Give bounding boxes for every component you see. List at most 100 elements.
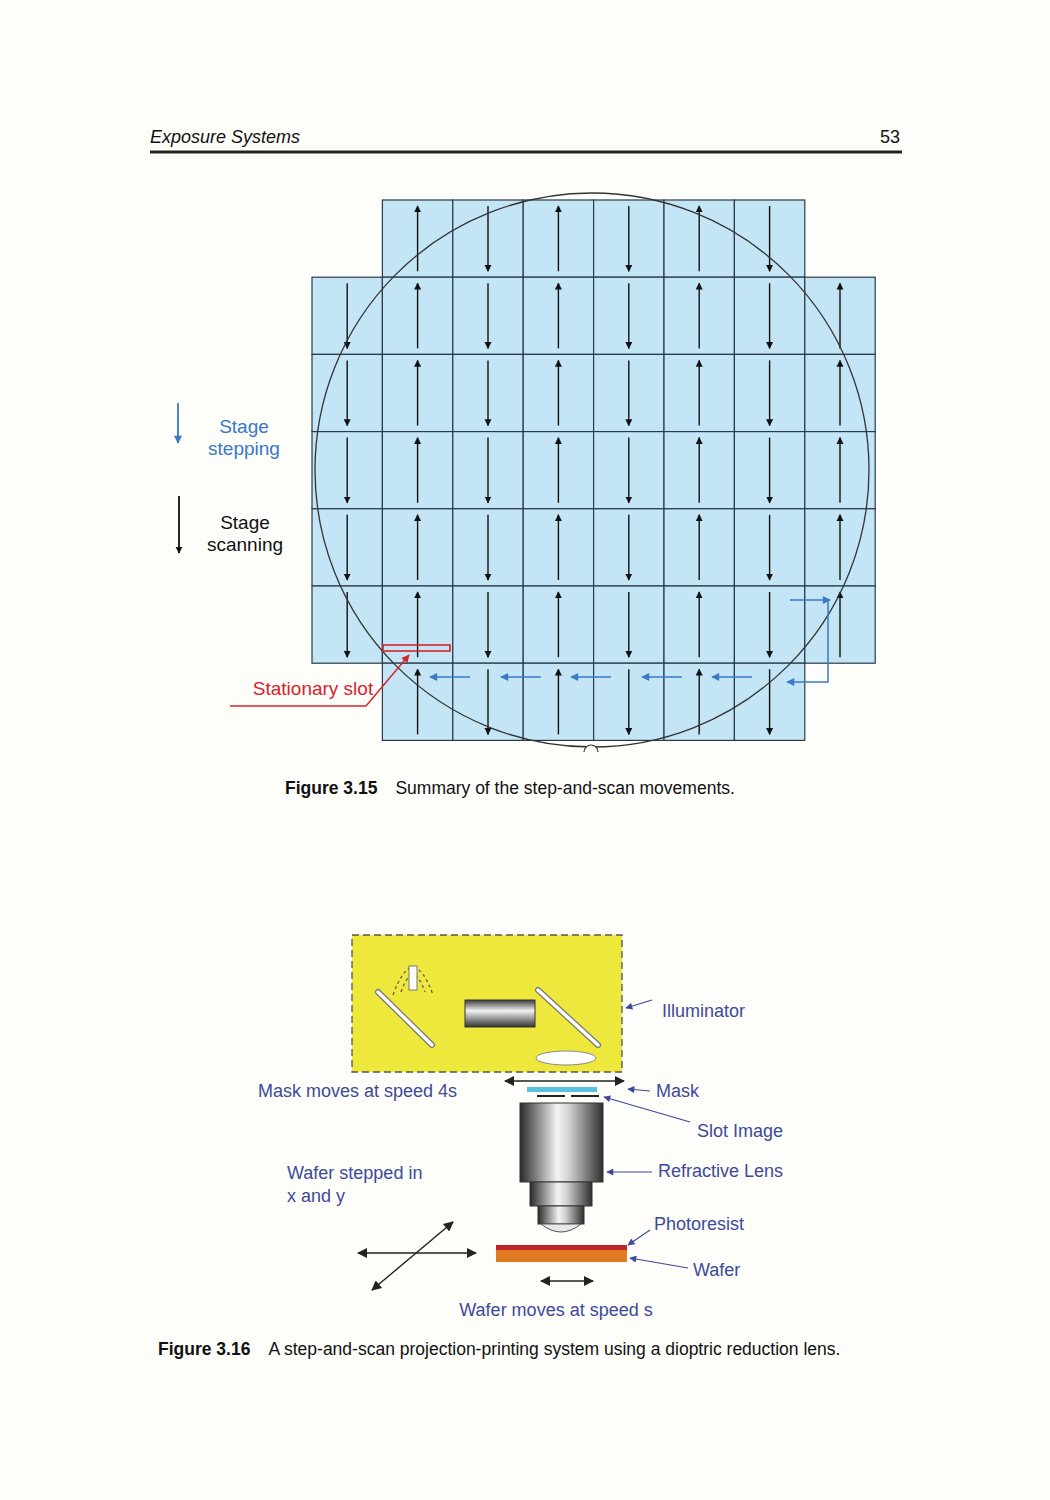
exposure-field	[453, 663, 523, 740]
scan-arrow	[417, 438, 418, 503]
exposure-field	[734, 509, 804, 586]
scan-arrow	[628, 592, 629, 657]
exposure-field	[453, 509, 523, 586]
exposure-field	[453, 354, 523, 431]
exposure-field	[453, 432, 523, 509]
exposure-field	[523, 663, 593, 740]
photoresist-label: Photoresist	[654, 1213, 744, 1236]
scan-arrow	[417, 669, 418, 734]
exposure-field	[382, 277, 452, 354]
scan-arrow	[769, 515, 770, 580]
scan-arrow	[699, 206, 700, 271]
exposure-field	[523, 200, 593, 277]
wafer-speed-label: Wafer moves at speed s	[426, 1299, 686, 1322]
illuminator-label: Illuminator	[662, 1000, 745, 1023]
legend-stepping-sample	[177, 403, 179, 443]
header-rule	[150, 151, 902, 154]
scan-arrow	[558, 515, 559, 580]
figure-number: Figure 3.16	[158, 1338, 250, 1360]
legend-text: Stage scanning	[195, 512, 295, 556]
scan-arrow	[628, 360, 629, 425]
scan-arrow	[558, 283, 559, 348]
exposure-field	[523, 432, 593, 509]
figure-number: Figure 3.15	[285, 777, 377, 799]
photoresist	[496, 1245, 627, 1250]
scan-arrow	[769, 438, 770, 503]
light-integrator	[465, 1000, 535, 1027]
exposure-field	[594, 509, 664, 586]
scan-arrow	[769, 206, 770, 271]
exposure-field	[382, 432, 452, 509]
mirror	[538, 990, 598, 1045]
condenser-lens	[536, 1051, 596, 1065]
exposure-field	[594, 354, 664, 431]
scan-arrow	[839, 438, 840, 503]
exposure-field	[312, 509, 382, 586]
scan-arrow	[487, 592, 488, 657]
scan-arrow	[417, 592, 418, 657]
lamp	[393, 966, 433, 995]
scan-arrow	[699, 515, 700, 580]
exposure-field	[805, 432, 875, 509]
scan-arrow	[839, 360, 840, 425]
scan-arrow	[347, 438, 348, 503]
scan-arrow	[699, 360, 700, 425]
scan-arrow	[839, 515, 840, 580]
slot-image	[537, 1095, 600, 1097]
wafer-label: Wafer	[693, 1259, 740, 1282]
exposure-field	[312, 432, 382, 509]
scan-arrow	[628, 283, 629, 348]
mask	[527, 1087, 597, 1092]
scan-arrow	[769, 592, 770, 657]
legend-text: Stage stepping	[194, 416, 294, 460]
scan-arrow	[487, 669, 488, 734]
scan-arrow	[769, 669, 770, 734]
scan-arrow	[839, 283, 840, 348]
exposure-field	[453, 277, 523, 354]
scan-arrow	[699, 438, 700, 503]
lens-label: Refractive Lens	[658, 1160, 783, 1183]
stepping-arrows	[430, 600, 830, 682]
exposure-field-grid	[312, 200, 875, 740]
wafer-outline	[315, 193, 869, 747]
scan-arrow	[558, 206, 559, 271]
scan-arrow	[628, 438, 629, 503]
exposure-field	[734, 432, 804, 509]
slot-leader	[230, 655, 409, 706]
illuminator-box	[352, 935, 622, 1072]
scan-arrow	[558, 669, 559, 734]
scan-arrow	[558, 438, 559, 503]
scan-arrow	[487, 438, 488, 503]
exposure-field	[382, 586, 452, 663]
exposure-field	[523, 586, 593, 663]
exposure-field	[734, 277, 804, 354]
exposure-field	[523, 509, 593, 586]
exposure-field	[453, 200, 523, 277]
mirror	[378, 992, 432, 1045]
scan-arrow	[417, 206, 418, 271]
exposure-field	[664, 277, 734, 354]
exposure-field	[805, 586, 875, 663]
exposure-field	[453, 586, 523, 663]
slot-image-label: Slot Image	[697, 1120, 783, 1143]
scan-arrow	[628, 669, 629, 734]
scan-arrow	[628, 515, 629, 580]
wafer	[496, 1250, 627, 1262]
scan-arrow	[839, 592, 840, 657]
exposure-field	[594, 277, 664, 354]
exposure-field	[664, 432, 734, 509]
legend-scanning-sample	[178, 496, 180, 553]
mask-label: Mask	[656, 1080, 699, 1103]
scan-arrow	[487, 360, 488, 425]
exposure-field	[594, 586, 664, 663]
scan-arrow	[699, 283, 700, 348]
figure-caption: Summary of the step-and-scan movements.	[395, 777, 734, 799]
scan-arrow	[558, 360, 559, 425]
exposure-field	[523, 354, 593, 431]
exposure-field	[734, 663, 804, 740]
scan-arrow	[628, 206, 629, 271]
exposure-field	[382, 200, 452, 277]
exposure-field	[664, 586, 734, 663]
